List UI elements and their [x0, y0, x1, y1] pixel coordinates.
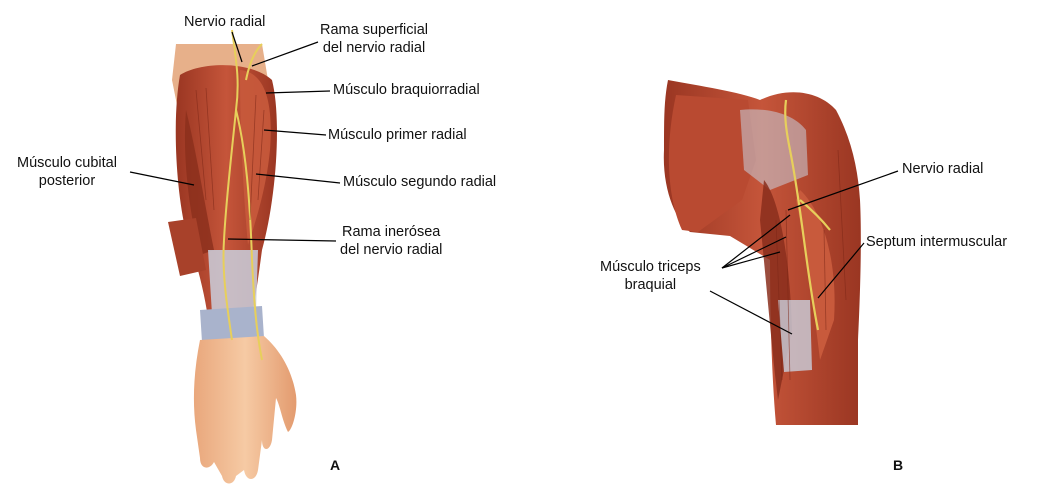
label-triceps: Músculo triceps braquial — [600, 258, 701, 294]
label-septum: Septum intermuscular — [866, 234, 1008, 250]
label-cubital-posterior-line2: posterior — [38, 173, 96, 189]
label-primer-radial: Músculo primer radial — [328, 127, 467, 143]
muscle-striations-b — [775, 149, 847, 381]
scapula-area — [740, 109, 808, 190]
label-rama-interosea: Rama inerósea del nervio radial — [340, 223, 442, 259]
label-cubital-posterior: Músculo cubital posterior — [17, 154, 117, 190]
label-cubital-posterior-line1: Músculo cubital — [17, 155, 117, 171]
forearm-tendons — [208, 250, 258, 314]
radial-nerve-branches — [222, 29, 263, 361]
leader-lines — [129, 31, 899, 335]
triceps-lateral-head — [796, 190, 835, 360]
label-segundo-radial: Músculo segundo radial — [343, 174, 497, 190]
panel-letter-b: B — [893, 457, 904, 473]
label-rama-interosea-line1: Rama inerósea — [342, 224, 441, 240]
retracted-muscle-flap — [168, 218, 206, 276]
label-rama-interosea-line2: del nervio radial — [340, 242, 443, 258]
extensor-retinaculum — [200, 306, 264, 342]
forearm-illustration — [168, 29, 297, 484]
label-rama-superficial: Rama superficial del nervio radial — [320, 21, 428, 57]
panel-letter-a: A — [330, 457, 341, 473]
triceps-tendon — [778, 300, 812, 372]
muscle-striations-a — [195, 87, 265, 221]
brachioradialis-muscle — [240, 70, 271, 245]
extensor-muscle — [184, 110, 214, 255]
arm-illustration — [663, 80, 861, 425]
label-braquiorradial: Músculo braquiorradial — [333, 82, 480, 98]
hand — [193, 336, 297, 484]
label-rama-superficial-line1: Rama superficial — [320, 22, 428, 38]
deltoid-muscle — [668, 95, 756, 232]
label-rama-superficial-line2: del nervio radial — [322, 40, 426, 56]
label-nervio-radial-a: Nervio radial — [184, 14, 266, 30]
label-triceps-line1: Músculo triceps — [600, 259, 701, 275]
label-triceps-line2: braquial — [624, 277, 677, 293]
label-nervio-radial-b: Nervio radial — [902, 161, 984, 177]
radial-nerve-arm — [784, 99, 831, 331]
